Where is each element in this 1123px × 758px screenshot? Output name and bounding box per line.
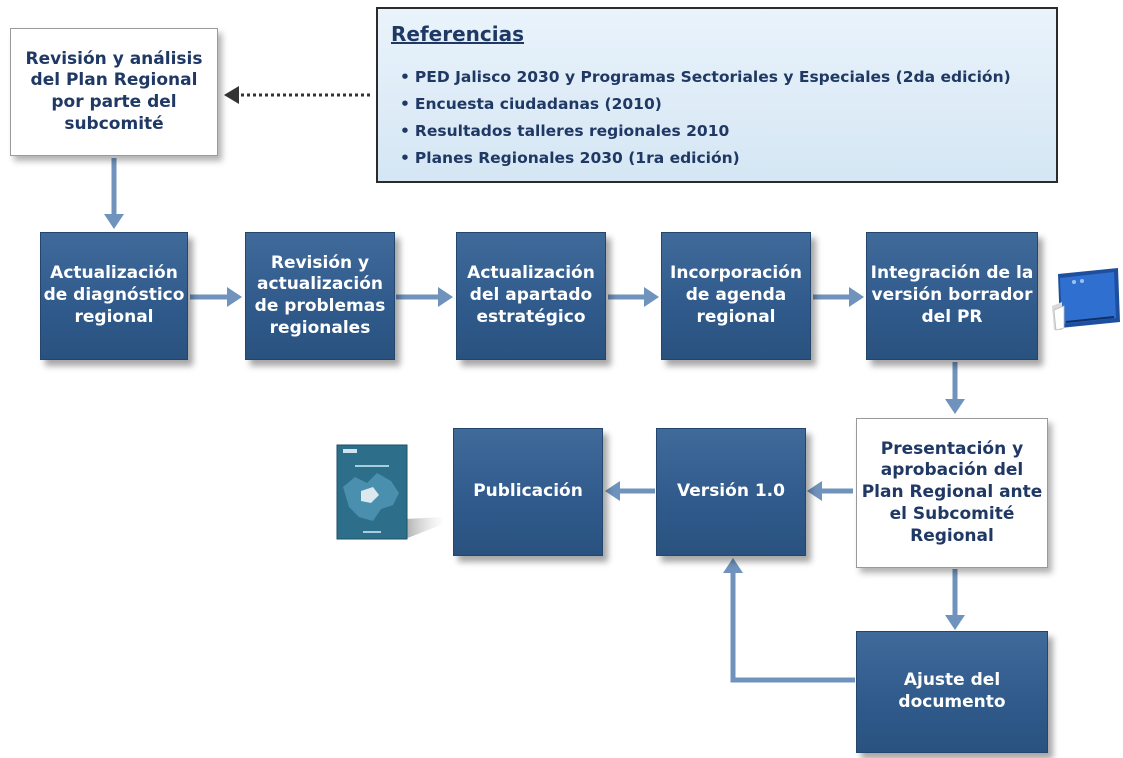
- step-publicacion: Publicación: [453, 428, 603, 556]
- step-apartado-estrategico: Actualización del apartado estratégico: [456, 232, 606, 360]
- step-label: Versión 1.0: [677, 481, 785, 502]
- step-actualizacion-diagnostico: Actualización de diagnóstico regional: [40, 232, 188, 360]
- step-label: Integración de la versión borrador del P…: [870, 263, 1034, 327]
- step-label: Incorporación de agenda regional: [670, 263, 802, 327]
- publication-cover-icon: [336, 444, 445, 540]
- references-title: Referencias: [391, 22, 525, 46]
- step-label: Revisión y análisis del Plan Regional po…: [25, 48, 203, 134]
- step-presentacion-aprobacion: Presentación y aprobación del Plan Regio…: [856, 418, 1048, 568]
- reference-item: Resultados talleres regionales 2010: [400, 118, 1011, 145]
- reference-item: PED Jalisco 2030 y Programas Sectoriales…: [400, 64, 1011, 91]
- reference-item: Planes Regionales 2030 (1ra edición): [400, 145, 1011, 172]
- step-ajuste-documento: Ajuste del documento: [856, 631, 1048, 753]
- step-agenda-regional: Incorporación de agenda regional: [661, 232, 811, 360]
- references-list: PED Jalisco 2030 y Programas Sectoriales…: [400, 64, 1011, 172]
- arrow-ajuste-to-version: [723, 558, 855, 683]
- step-version-1: Versión 1.0: [656, 428, 806, 556]
- step-integracion-borrador: Integración de la versión borrador del P…: [866, 232, 1038, 360]
- references-box: Referencias PED Jalisco 2030 y Programas…: [376, 7, 1058, 183]
- step-revision-problemas: Revisión y actualización de problemas re…: [245, 232, 395, 360]
- step-label: Ajuste del documento: [898, 670, 1006, 712]
- step-label: Actualización del apartado estratégico: [467, 263, 595, 327]
- reference-item: Encuesta ciudadanas (2010): [400, 91, 1011, 118]
- step-label: Publicación: [473, 481, 583, 502]
- step-label: Actualización de diagnóstico regional: [43, 263, 185, 327]
- step-revision-analisis: Revisión y análisis del Plan Regional po…: [10, 28, 218, 156]
- blue-binder-icon: [1052, 268, 1120, 331]
- step-label: Revisión y actualización de problemas re…: [254, 252, 386, 338]
- step-label: Presentación y aprobación del Plan Regio…: [861, 438, 1043, 546]
